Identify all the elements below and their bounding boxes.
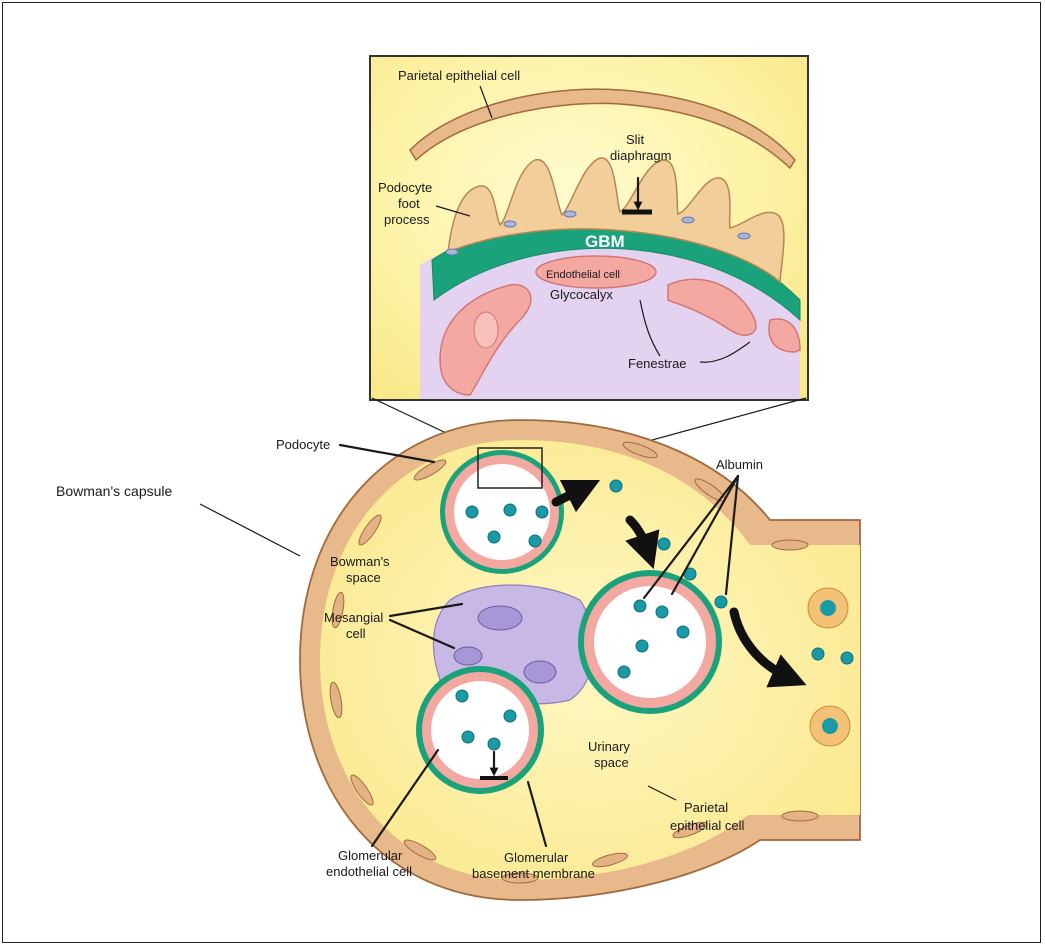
figure-border [2, 2, 1041, 943]
diagram-stage: Parietal epithelial cell Slit diaphragm … [0, 0, 1045, 947]
